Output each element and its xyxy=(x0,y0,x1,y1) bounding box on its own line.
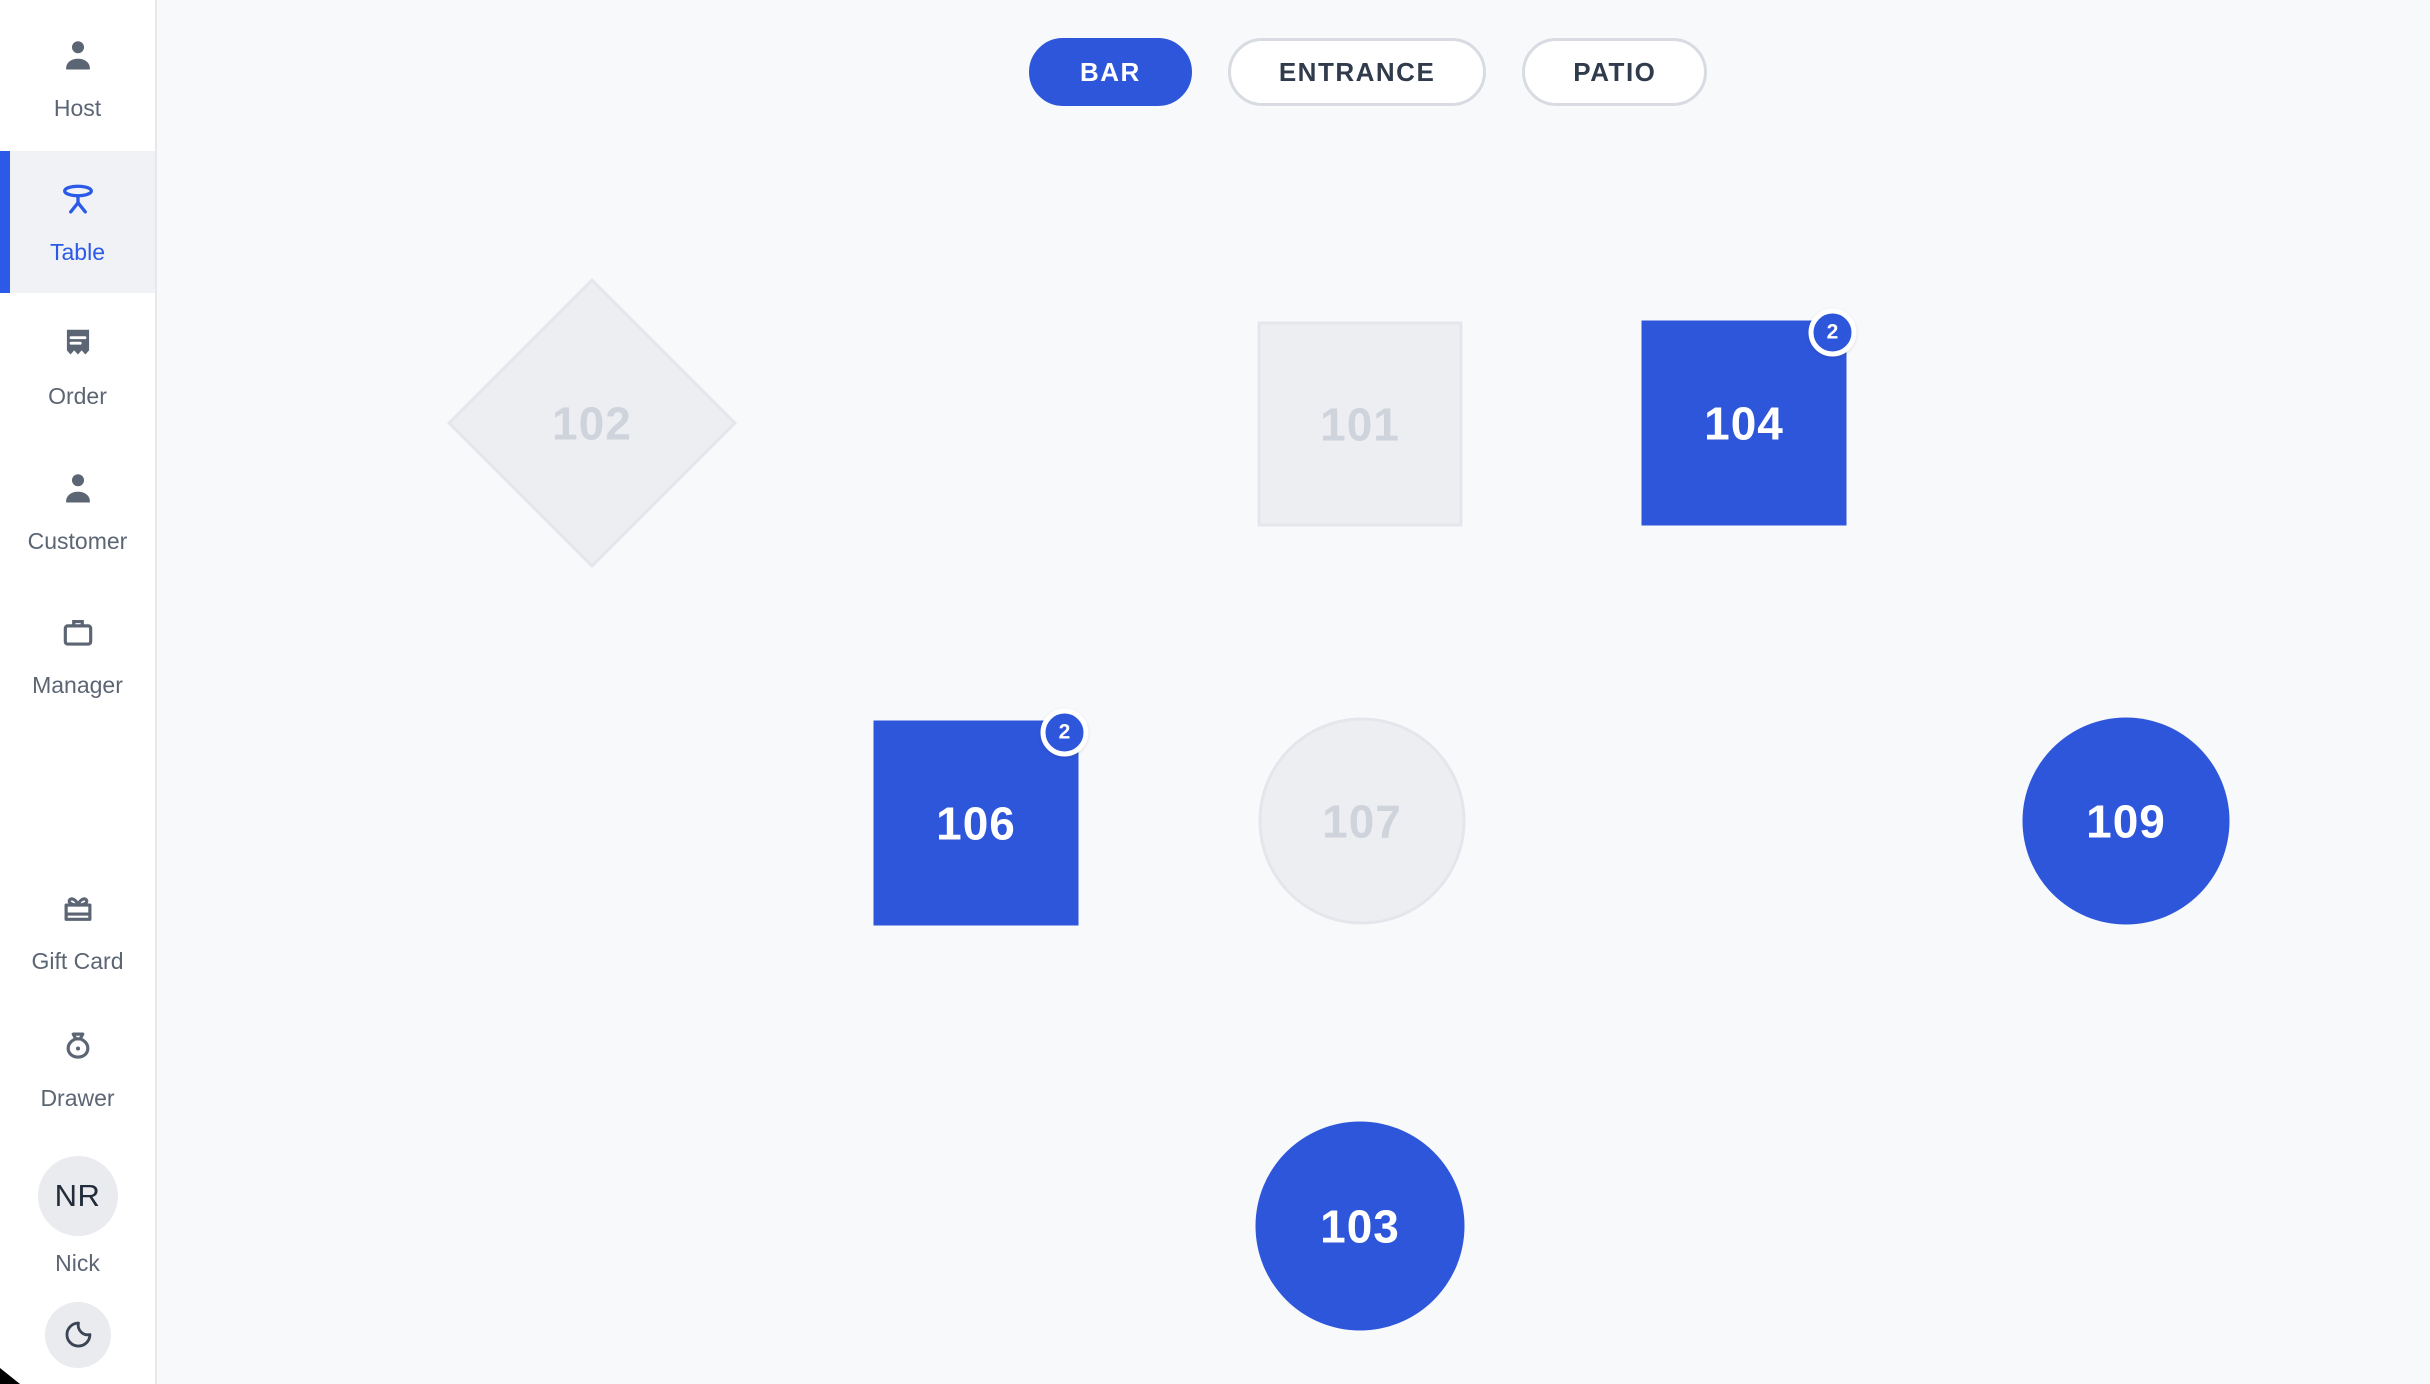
tab-patio[interactable]: PATIO xyxy=(1522,38,1708,106)
person-icon xyxy=(59,470,97,508)
table-number: 106 xyxy=(936,797,1016,849)
tab-entrance[interactable]: ENTRANCE xyxy=(1227,38,1487,106)
table-number: 107 xyxy=(1322,795,1402,847)
sidebar-item-label: Manager xyxy=(32,672,123,698)
sidebar-item-label: Gift Card xyxy=(31,948,124,974)
table-107[interactable]: 107 xyxy=(1258,717,1466,925)
sidebar-item-gift-card[interactable]: Gift Card xyxy=(0,860,155,973)
sidebar-item-manager[interactable]: Manager xyxy=(0,584,155,697)
briefcase-icon xyxy=(59,614,97,652)
table-number: 101 xyxy=(1320,398,1400,450)
table-number: 103 xyxy=(1320,1200,1400,1252)
sidebar-item-customer[interactable]: Customer xyxy=(0,440,155,553)
table-icon xyxy=(59,181,97,219)
sidebar-user[interactable]: NR Nick xyxy=(0,1126,155,1275)
moon-icon xyxy=(61,1318,95,1352)
sidebar-item-table[interactable]: Table xyxy=(0,151,155,293)
table-102[interactable]: 102 xyxy=(447,278,737,568)
sidebar-item-order[interactable]: Order xyxy=(0,295,155,408)
sidebar-item-label: Customer xyxy=(27,528,128,554)
sidebar-item-label: Order xyxy=(48,383,107,409)
table-number: 109 xyxy=(2086,795,2166,847)
sidebar-item-host[interactable]: Host xyxy=(0,7,155,120)
tab-bar[interactable]: BAR xyxy=(1029,38,1192,106)
avatar[interactable]: NR xyxy=(37,1156,118,1236)
avatar-initials: NR xyxy=(54,1178,101,1213)
sidebar-item-label: Host xyxy=(53,95,102,121)
table-104[interactable]: 104 2 xyxy=(1641,308,1857,526)
sidebar-item-label: Table xyxy=(50,239,105,265)
gift-icon xyxy=(59,890,97,928)
table-109[interactable]: 109 xyxy=(2022,717,2230,925)
table-guest-count-badge: 2 xyxy=(1808,308,1857,357)
table-106[interactable]: 106 2 xyxy=(873,708,1089,926)
sidebar-item-label: Drawer xyxy=(40,1085,115,1111)
table-guest-count-badge: 2 xyxy=(1040,708,1089,757)
floor-tabs: BAR ENTRANCE PATIO xyxy=(1029,38,1708,106)
theme-toggle-button[interactable] xyxy=(45,1302,111,1368)
user-name: Nick xyxy=(55,1250,100,1276)
sidebar-item-drawer[interactable]: Drawer xyxy=(0,997,155,1110)
table-103[interactable]: 103 xyxy=(1255,1121,1465,1331)
table-101[interactable]: 101 xyxy=(1257,321,1463,527)
money-bag-icon xyxy=(59,1027,97,1065)
person-icon xyxy=(59,37,97,75)
receipt-icon xyxy=(59,325,97,363)
table-number: 102 xyxy=(552,397,632,449)
table-number: 104 xyxy=(1704,397,1784,449)
